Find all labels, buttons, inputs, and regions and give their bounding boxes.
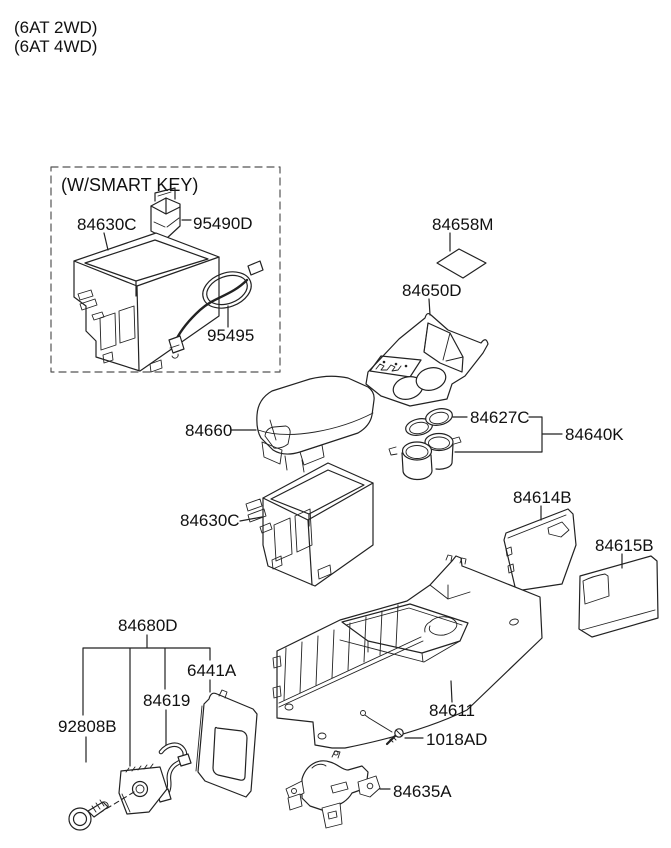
variant-label-2: (6AT 4WD) (14, 37, 97, 56)
smart-key-storage-box-art (73, 232, 220, 373)
variant-label-1: (6AT 2WD) (14, 18, 97, 37)
variant-labels: (6AT 2WD) (6AT 4WD) (14, 18, 97, 56)
label-84658m: 84658M (432, 215, 493, 234)
label-84660: 84660 (185, 421, 232, 440)
tapping-screw-art (385, 728, 424, 746)
label-84635a: 84635A (393, 782, 452, 801)
mounting-bracket-art (285, 750, 391, 829)
rear-panel-art (118, 763, 168, 815)
label-84650d: 84650D (402, 281, 462, 300)
label-84619: 84619 (143, 691, 190, 710)
smart-key-title: (W/SMART KEY) (61, 175, 198, 195)
label-95495: 95495 (207, 326, 254, 345)
label-84627c: 84627C (470, 408, 530, 427)
rear-group-bracket-lines (82, 634, 211, 767)
side-cover-left-art (578, 553, 659, 638)
label-92808b: 92808B (58, 717, 117, 736)
label-84630c-smart: 84630C (77, 215, 137, 234)
upper-cover-art (365, 298, 489, 407)
smart-key-dashed-border (50, 166, 281, 373)
label-84614b: 84614B (513, 488, 572, 507)
label-84611: 84611 (429, 701, 475, 720)
smart-key-group: (W/SMART KEY) 95490D 84630C (50, 166, 281, 373)
label-84630c: 84630C (180, 511, 240, 530)
storage-box-art (239, 462, 374, 587)
label-95490d: 95490D (193, 214, 253, 233)
label-84615b: 84615B (595, 536, 654, 555)
cup-holder-ring-art (405, 408, 468, 436)
rear-cover-panel-art (195, 689, 258, 798)
side-cover-right-art (503, 505, 577, 592)
pad-art (436, 232, 487, 279)
armrest-art (231, 375, 375, 473)
power-outlet-art (68, 791, 135, 831)
label-1018ad: 1018AD (426, 730, 487, 749)
antenna-coil-art (168, 260, 264, 359)
label-84680d: 84680D (118, 616, 178, 635)
label-6441a: 6441A (187, 661, 237, 680)
label-84640k: 84640K (565, 425, 624, 444)
cup-holder-assy-art (388, 416, 563, 481)
console-main-body-art (272, 554, 543, 749)
